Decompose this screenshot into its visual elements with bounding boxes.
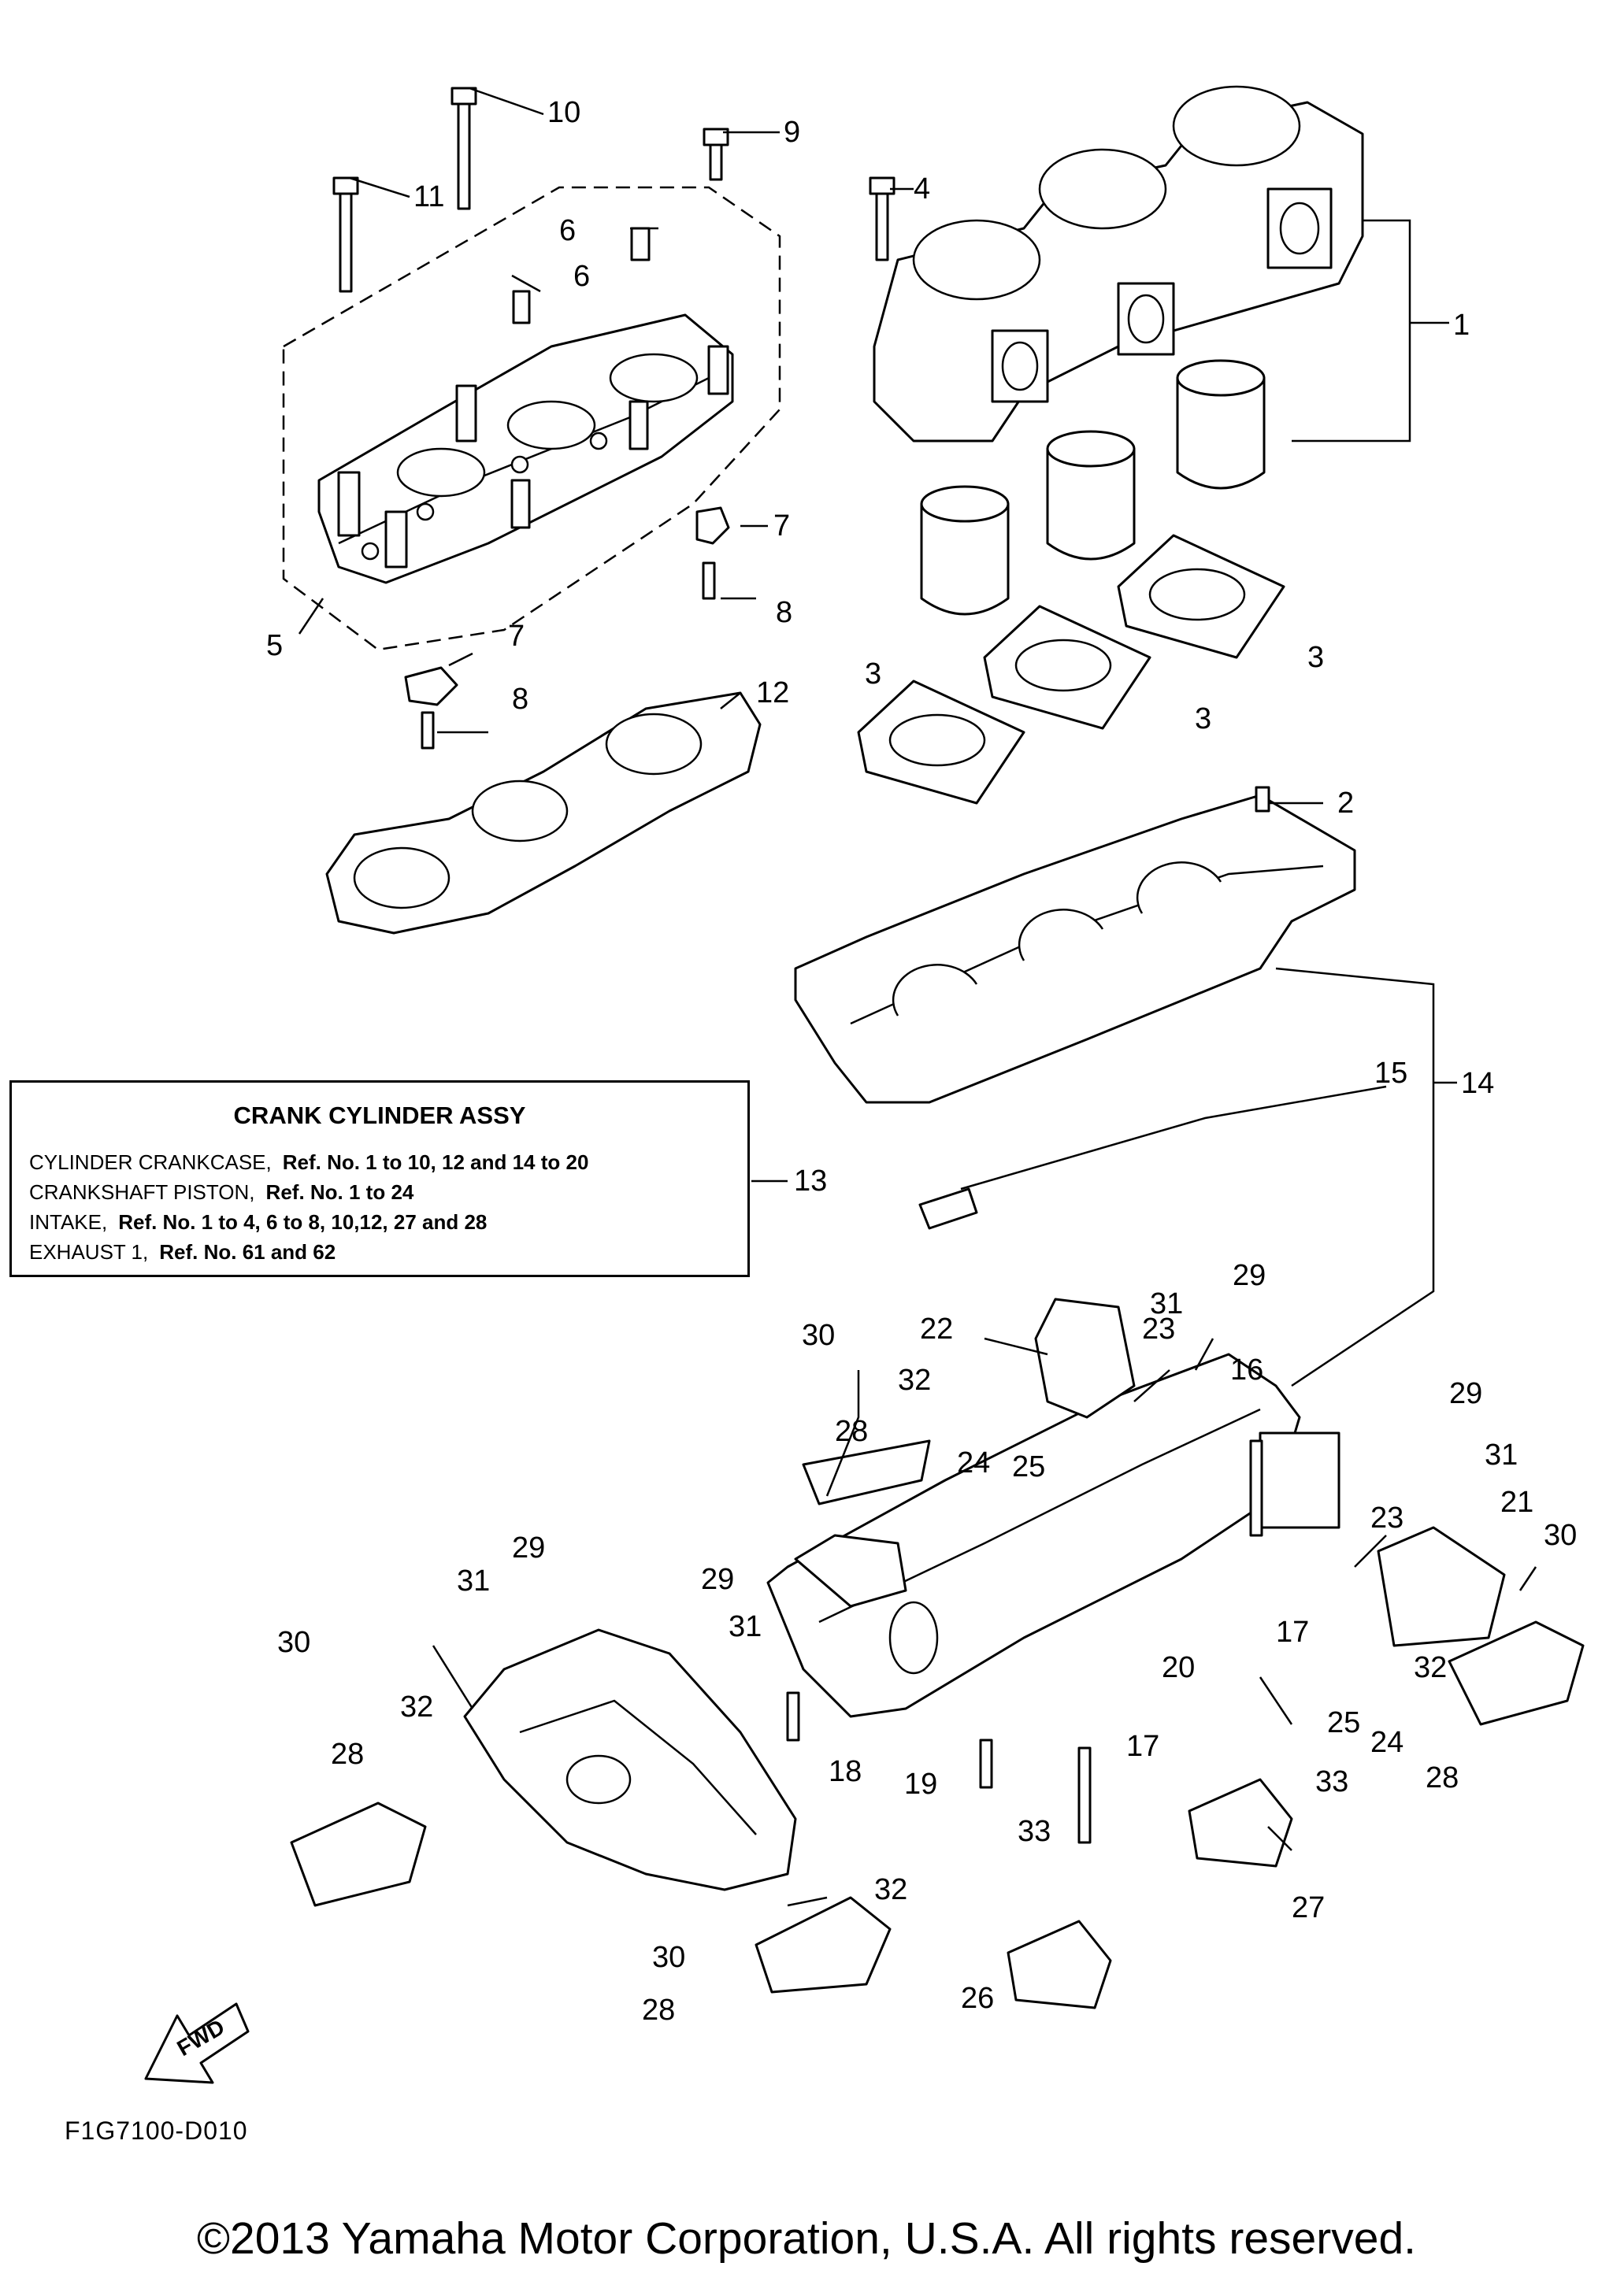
- callout-11: 11: [413, 180, 444, 213]
- assembly-line: CYLINDER CRANKCASE, Ref. No. 1 to 10, 12 …: [29, 1147, 730, 1177]
- assembly-line-ref: Ref. No. 1 to 10, 12 and 14 to 20: [282, 1150, 589, 1174]
- callout-25: 25: [1012, 1450, 1045, 1483]
- callout-23: 23: [1142, 1313, 1175, 1346]
- engine-mounts: [290, 1298, 1585, 2009]
- head-bolts: [332, 87, 895, 324]
- callout-27: 27: [1292, 1891, 1325, 1924]
- callout-30: 30: [802, 1319, 835, 1352]
- callout-2: 2: [1337, 787, 1354, 820]
- assembly-line-ref: Ref. No. 1 to 4, 6 to 8, 10,12, 27 and 2…: [118, 1210, 488, 1234]
- callout-9: 9: [784, 116, 800, 149]
- callout-32: 32: [874, 1873, 907, 1906]
- callout-15: 15: [1374, 1057, 1407, 1090]
- pistons: [920, 359, 1266, 616]
- callout-22: 22: [920, 1313, 953, 1346]
- callout-33: 33: [1315, 1765, 1348, 1798]
- callout-30: 30: [1544, 1519, 1577, 1552]
- assembly-line-label: EXHAUST 1,: [29, 1240, 149, 1264]
- assembly-line-label: CRANKSHAFT PISTON,: [29, 1180, 255, 1204]
- callout-29: 29: [701, 1563, 734, 1596]
- callout-28: 28: [835, 1415, 868, 1448]
- callout-30: 30: [277, 1626, 310, 1659]
- head-clamps: [404, 506, 730, 750]
- callout-6: 6: [573, 260, 590, 293]
- callout-24: 24: [957, 1446, 990, 1479]
- callout-28: 28: [1426, 1761, 1459, 1794]
- callout-7: 7: [508, 620, 525, 653]
- cylinder-head-group: [282, 186, 781, 651]
- callout-23: 23: [1370, 1502, 1403, 1535]
- callout-17: 17: [1126, 1730, 1159, 1763]
- leader-lines: [298, 87, 1537, 1907]
- callout-31: 31: [1485, 1439, 1518, 1472]
- callout-31: 31: [1150, 1287, 1183, 1320]
- callout-29: 29: [1233, 1259, 1266, 1292]
- lower-crankcase: [766, 1353, 1340, 1718]
- callout-21: 21: [1500, 1486, 1533, 1519]
- copyright-notice: ©2013 Yamaha Motor Corporation, U.S.A. A…: [197, 2213, 1416, 2264]
- callout-numbers: 1 2 3 3 3 4 5 6 6 7 7 8 8 9 10 11 12 13 …: [266, 96, 1577, 2027]
- callout-29: 29: [512, 1531, 545, 1565]
- callout-8: 8: [512, 683, 528, 716]
- callout-20: 20: [1162, 1651, 1195, 1684]
- callout-28: 28: [331, 1738, 364, 1771]
- assembly-line: INTAKE, Ref. No. 1 to 4, 6 to 8, 10,12, 2…: [29, 1207, 730, 1237]
- drawing-code: F1G7100-D010: [65, 2116, 248, 2145]
- callout-8: 8: [776, 596, 792, 629]
- callout-5: 5: [266, 629, 283, 662]
- callout-7: 7: [773, 509, 790, 543]
- callout-13: 13: [794, 1165, 827, 1198]
- assembly-title: CRANK CYLINDER ASSY: [233, 1102, 526, 1129]
- callout-31: 31: [457, 1565, 490, 1598]
- callout-4: 4: [914, 172, 930, 206]
- callout-26: 26: [961, 1982, 994, 2015]
- callout-32: 32: [1414, 1651, 1447, 1684]
- callout-33: 33: [1018, 1815, 1051, 1848]
- callout-3: 3: [1195, 702, 1211, 735]
- callout-24: 24: [1370, 1726, 1403, 1759]
- cylinder-block: [873, 85, 1364, 443]
- assembly-line-label: INTAKE,: [29, 1210, 108, 1234]
- base-gaskets: [857, 534, 1285, 805]
- assembly-line-label: CYLINDER CRANKCASE,: [29, 1150, 272, 1174]
- callout-10: 10: [547, 96, 580, 129]
- assembly-line: EXHAUST 1, Ref. No. 61 and 62: [29, 1237, 730, 1267]
- callout-16: 16: [1230, 1354, 1263, 1387]
- assembly-line: CRANKSHAFT PISTON, Ref. No. 1 to 24: [29, 1177, 730, 1207]
- exhaust-manifold: [463, 1628, 797, 1891]
- assembly-line-ref: Ref. No. 61 and 62: [159, 1240, 336, 1264]
- head-gasket: [325, 691, 762, 935]
- callout-32: 32: [898, 1364, 931, 1397]
- assembly-line-ref: Ref. No. 1 to 24: [265, 1180, 414, 1204]
- callout-14: 14: [1461, 1067, 1494, 1100]
- callout-30: 30: [652, 1941, 685, 1974]
- callout-3: 3: [1307, 641, 1324, 674]
- callout-1: 1: [1453, 309, 1470, 342]
- callout-18: 18: [829, 1755, 862, 1788]
- callout-32: 32: [400, 1691, 433, 1724]
- upper-crankcase: [794, 786, 1356, 1230]
- fwd-arrow: FWD: [144, 2002, 250, 2084]
- callout-19: 19: [904, 1768, 937, 1801]
- assembly-info-box: CRANK CYLINDER ASSY CYLINDER CRANKCASE, R…: [9, 1080, 750, 1277]
- callout-28: 28: [642, 1994, 675, 2027]
- callout-12: 12: [756, 676, 789, 709]
- callout-29: 29: [1449, 1377, 1482, 1410]
- callout-3: 3: [865, 657, 881, 691]
- callout-25: 25: [1327, 1706, 1360, 1739]
- callout-17: 17: [1276, 1616, 1309, 1649]
- callout-6: 6: [559, 214, 576, 247]
- callout-31: 31: [729, 1610, 762, 1643]
